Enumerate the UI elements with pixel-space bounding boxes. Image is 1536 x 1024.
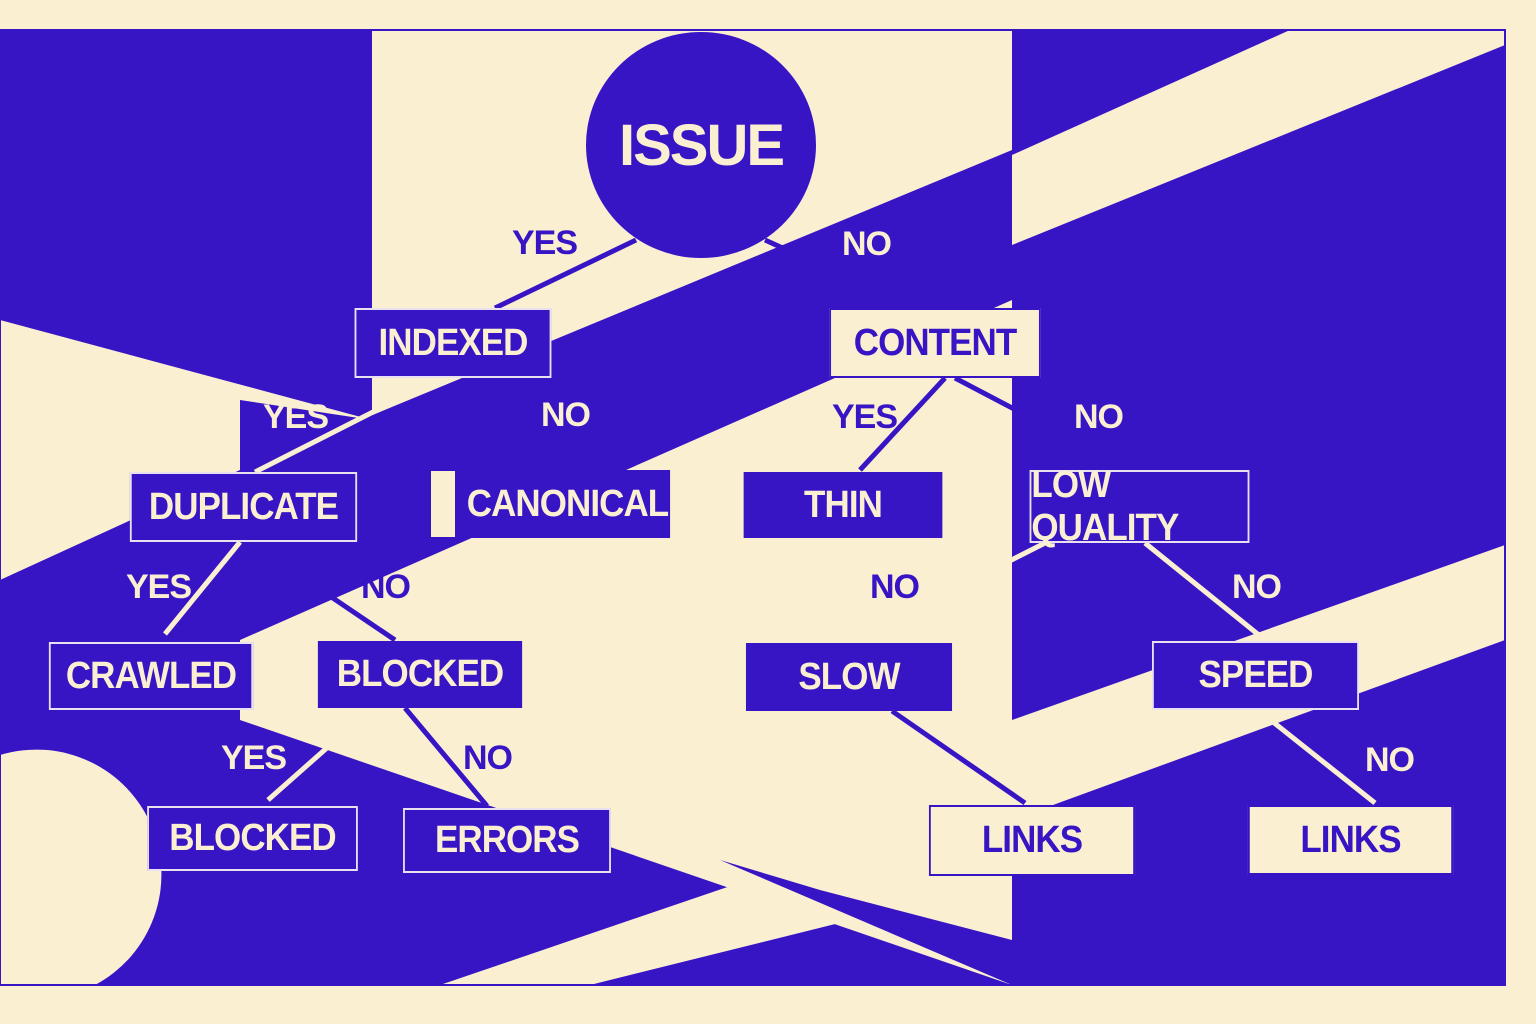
edge-blocked-blocked [266,706,374,802]
edge-label-slow-links: NO [1022,741,1072,779]
node-blocked-mid: BLOCKED [317,641,523,708]
edge-lowquality-speed [1143,541,1267,642]
edge-label-duplicate-blocked: NO [361,568,411,606]
edge-speed-links [1256,708,1377,805]
node-slow: SLOW [745,643,953,711]
node-duplicate: DUPLICATE [129,472,358,542]
node-indexed: INDEXED [354,308,552,378]
edge-label-content-thin: YES [832,398,898,436]
node-crawled: CRAWLED [48,642,254,710]
root-node-issue: ISSUE [586,32,816,258]
edge-label-duplicate-crawled: YES [126,568,192,606]
edge-label-indexed-canonical: NO [541,396,591,434]
edge-lowquality-slow [848,540,1047,645]
edge-label-speed-links: NO [1365,741,1415,779]
node-canonical: CANONICAL [464,470,671,538]
edge-label-blocked-errors: NO [463,739,513,777]
node-speed: SPEED [1152,641,1359,710]
edge-blocked-errors [403,706,489,808]
edge-label-issue-indexed: YES [512,224,578,262]
node-errors: ERRORS [403,808,611,873]
node-content: CONTENT [829,308,1041,378]
edge-duplicate-crawled [163,540,242,636]
edge-label-issue-content: NO [842,225,892,263]
node-low-quality: LOW QUALITY [1029,464,1250,549]
edge-indexed-duplicate [253,375,442,475]
edge-label-blocked-blocked: YES [221,739,287,777]
edge-label-low-quality-speed: NO [1232,568,1282,606]
edge-issue-indexed [493,237,638,311]
root-label: ISSUE [618,112,785,178]
edge-issue-content [763,237,917,311]
edge-slow-links [890,708,1027,806]
edge-label-low-quality-slow: NO [870,568,920,606]
node-links-1: LINKS [928,805,1136,876]
node-blocked-leaf: BLOCKED [147,806,358,871]
edge-label-content-low-quality: NO [1074,398,1124,436]
node-thin: THIN [743,472,943,538]
edge-content-thin [858,376,947,472]
edge-indexed-canonical [468,376,572,470]
edge-label-indexed-duplicate: YES [263,398,329,436]
edge-duplicate-blocked [248,539,397,643]
node-links-2: LINKS [1247,805,1454,875]
edge-content-lowquality [953,375,1132,473]
